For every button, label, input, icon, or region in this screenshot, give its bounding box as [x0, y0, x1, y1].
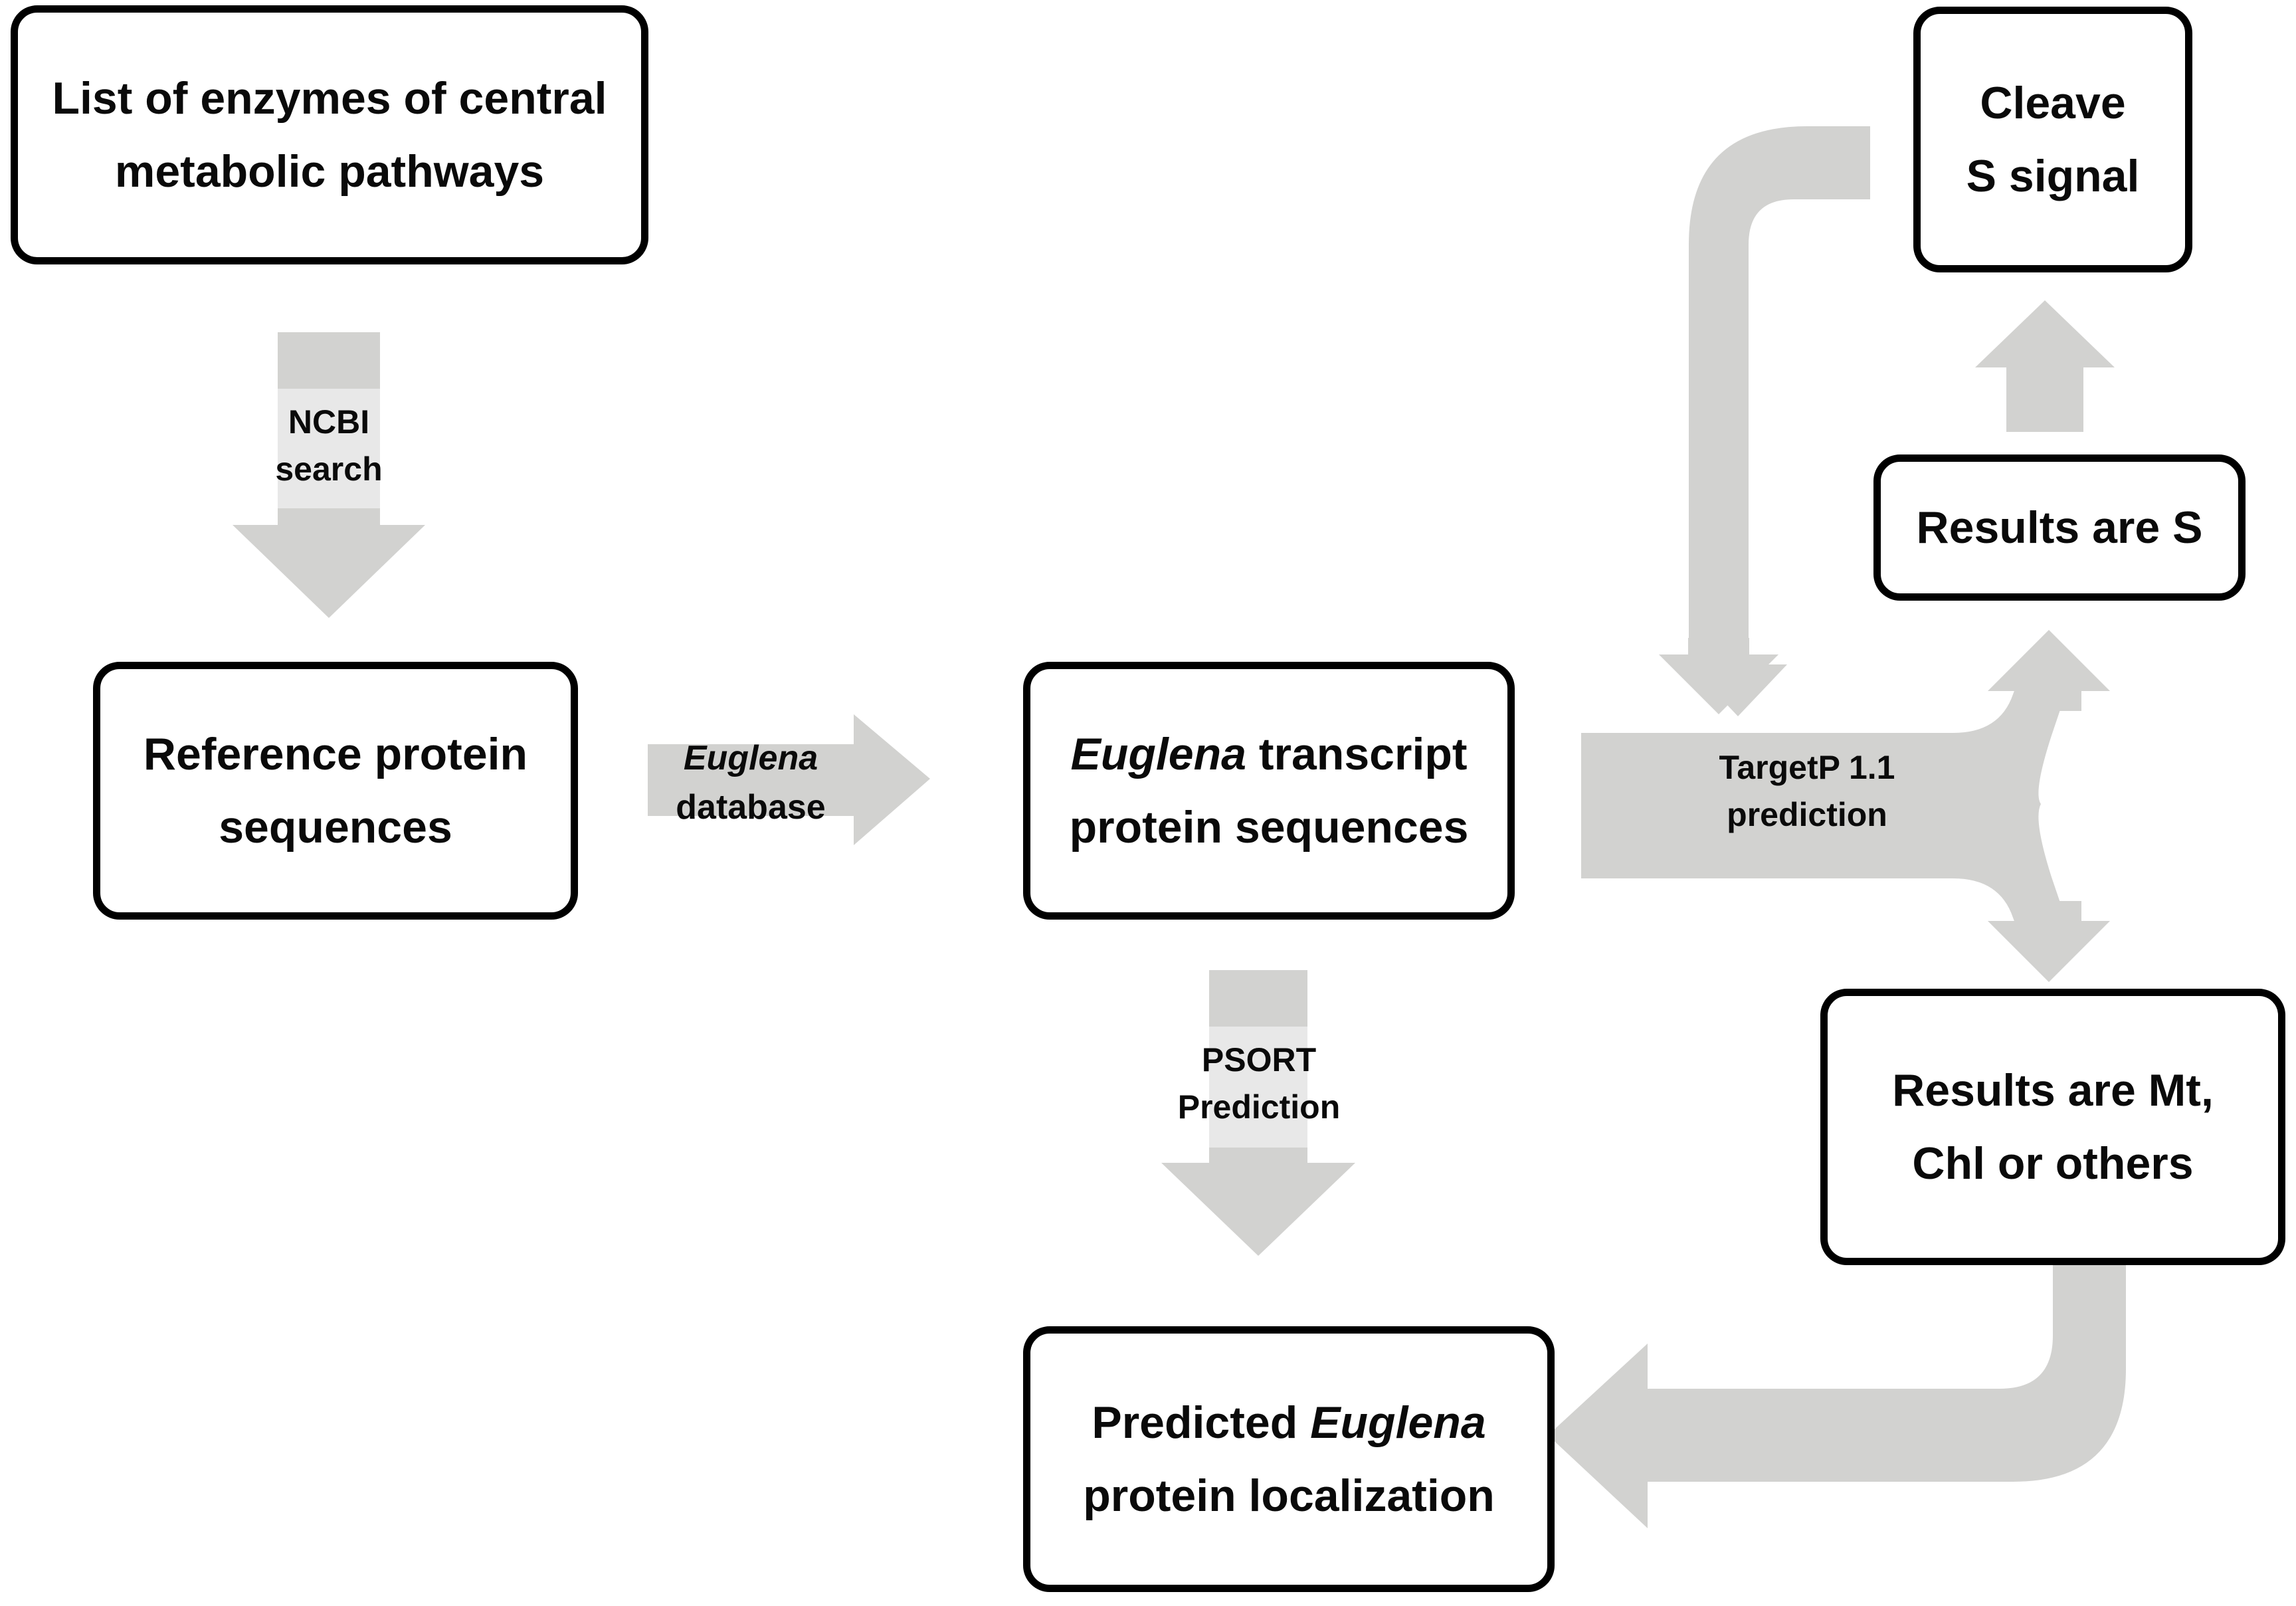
targetp-split-arrow	[1581, 654, 2073, 957]
node-line-italic-trail: Predicted Euglena	[1092, 1397, 1486, 1448]
node-line: Reference protein	[143, 728, 528, 779]
node-reference-protein[interactable]: Reference protein sequences	[93, 662, 578, 920]
targetp-down-arrowhead	[1988, 901, 2110, 982]
node-line: protein localization	[1083, 1470, 1495, 1522]
mt-chl-to-predicted-arrow	[1548, 1249, 2126, 1528]
node-line: Results are Mt,	[1892, 1064, 2214, 1116]
psort-caption-band	[1209, 1027, 1307, 1148]
results-s-to-cleave-arrow	[1975, 300, 2115, 432]
node-line: Cleave	[1980, 77, 2126, 128]
euglena-genus-name: Euglena	[1310, 1397, 1486, 1448]
node-line: protein sequences	[1069, 802, 1469, 853]
node-line: Results are S	[1916, 502, 2203, 553]
node-results-are-mt[interactable]: Results are Mt, Chl or others	[1820, 989, 2285, 1265]
node-predicted-localization[interactable]: Predicted Euglena protein localization	[1023, 1326, 1555, 1592]
cleave-feedback-arrowhead	[1659, 638, 1778, 714]
cleave-feedback-ribbon	[1689, 126, 1870, 666]
targetp-up-arrowhead	[1988, 630, 2110, 711]
euglena-genus-name: Euglena	[1070, 728, 1246, 779]
node-cleave-s-signal[interactable]: Cleave S signal	[1913, 7, 2192, 272]
node-enzyme-list[interactable]: List of enzymes of central metabolic pat…	[11, 5, 648, 264]
node-line: Chl or others	[1912, 1138, 2194, 1189]
node-line-italic-lead: Euglena transcript	[1070, 728, 1468, 779]
node-line: S signal	[1966, 151, 2140, 202]
node-line: List of enzymes of central	[52, 72, 607, 124]
ncbi-caption-band	[278, 389, 380, 508]
node-results-are-s[interactable]: Results are S	[1873, 454, 2246, 601]
node-line: metabolic pathways	[114, 146, 545, 197]
node-euglena-transcript[interactable]: Euglena transcript protein sequences	[1023, 662, 1515, 920]
euglena-database-arrow	[648, 714, 930, 845]
node-line: sequences	[219, 802, 452, 853]
